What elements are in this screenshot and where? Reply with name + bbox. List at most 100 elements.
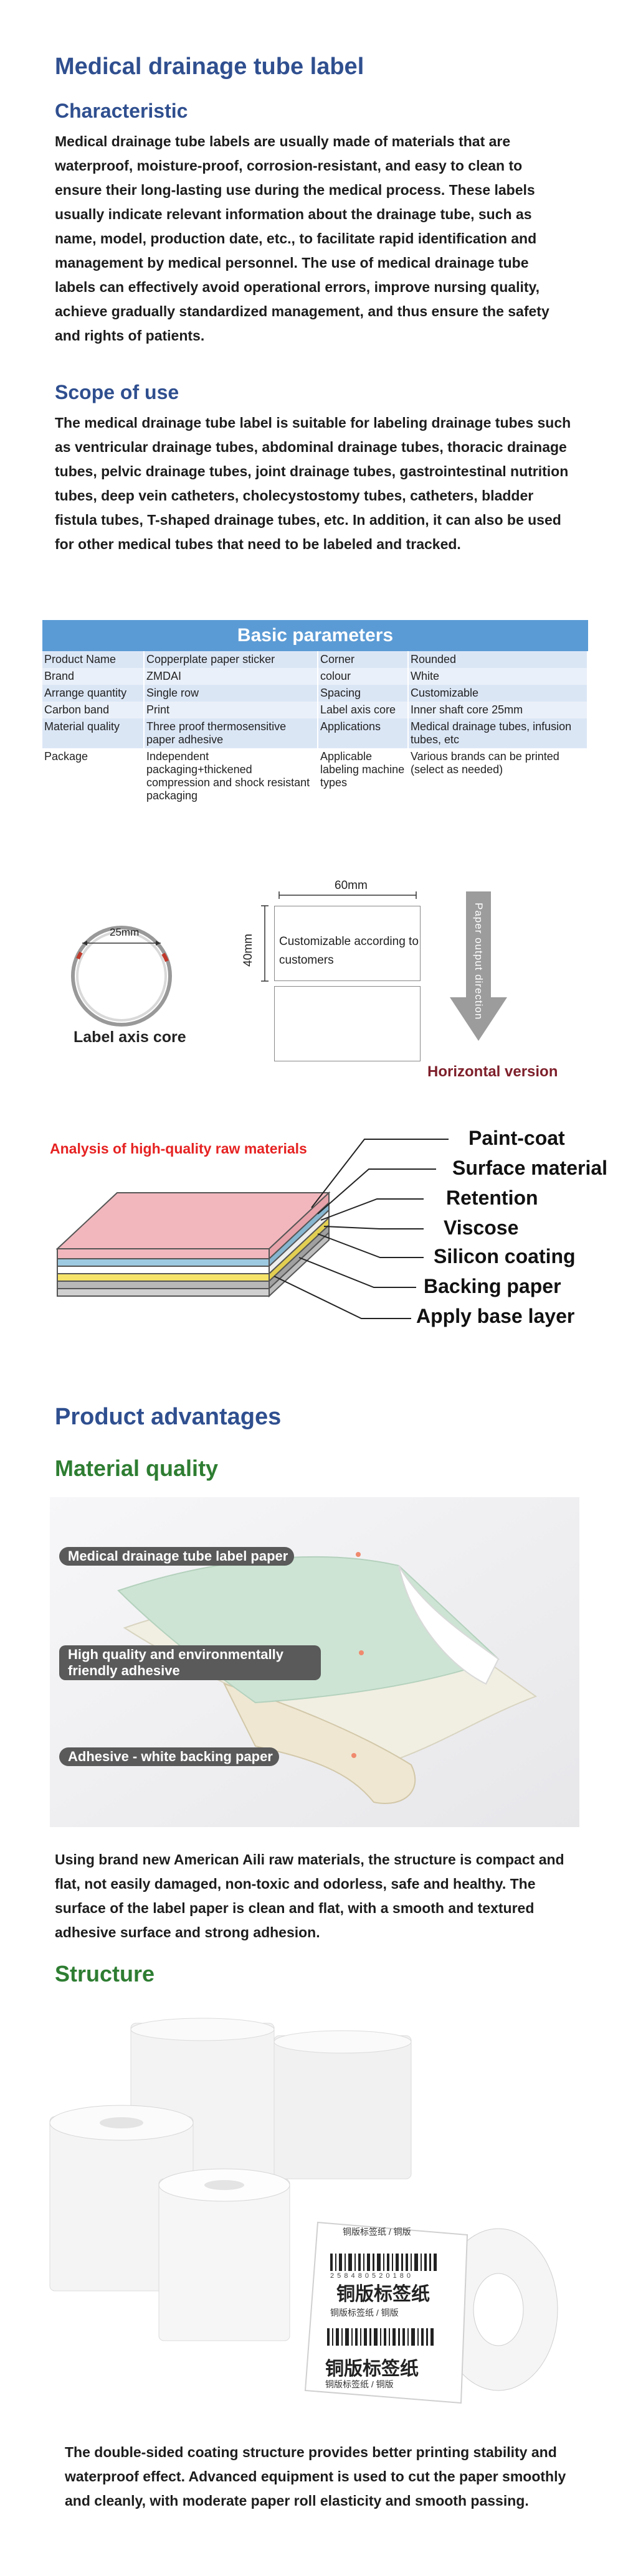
roll-text-small-2: 铜版标签纸 / 铜版 [330,2308,399,2318]
table-cell: Brand [42,668,145,685]
tag-backing-paper: Adhesive - white backing paper [59,1747,279,1766]
horizontal-version: Horizontal version [427,1063,558,1080]
roll-back-right [273,2035,412,2179]
roll-text-big-1: 铜版标签纸 [336,2284,430,2305]
roll-back-left-top [130,2018,275,2041]
marker-dot-1 [356,1552,361,1557]
marker-dot-2 [359,1650,364,1655]
surface-layer-front [57,1248,270,1259]
rolls-illustration [49,2018,558,2404]
characteristic-heading: Characteristic [55,100,188,122]
layers-drawing [55,1139,449,1319]
leader-line-6 [298,1257,416,1288]
table-row: Package Independent packaging+thickened … [42,748,588,804]
scope-heading: Scope of use [55,381,179,403]
roll-back-right-top [273,2030,412,2054]
layer-label: Retention [446,1187,538,1209]
layer-label: Viscose [444,1216,519,1239]
barcodes [327,2254,437,2346]
label-sample-bottom [274,986,421,1061]
table-row: Arrange quantity Single row Spacing Cust… [42,685,588,702]
characteristic-text: Medical drainage tube labels are usually… [55,133,549,344]
layer-label: Silicon coating [434,1245,576,1267]
table-cell: Rounded [408,651,588,668]
roll-front-core [473,2273,524,2346]
dimension-diagram: 25mm Label axis core 60mm 40mm Customiza… [0,865,623,1089]
structure-text: The double-sided coating structure provi… [65,2444,566,2509]
core-arrowhead-left [82,941,87,946]
core-mark-left [76,951,83,960]
material-quality-heading: Material quality [55,1455,219,1481]
table-row: Product Name Copperplate paper sticker C… [42,651,588,668]
core-size-label: 25mm [110,926,140,938]
table-cell: Material quality [42,718,145,748]
product-advantages-heading: Product advantages [55,1404,282,1430]
scope-text: The medical drainage tube label is suita… [55,415,571,552]
roll-text-big-2: 铜版标签纸 [325,2359,419,2379]
table-cell: Customizable [408,685,588,702]
page-title: Medical drainage tube label [55,54,364,80]
table-row: Material quality Three proof thermosensi… [42,718,588,748]
roll-middle [158,2178,290,2341]
table-cell: Label axis core [318,702,409,718]
material-layers-diagram: Analysis of high-quality raw materials P… [0,1102,623,1351]
table-cell: Corner [318,651,409,668]
width-label: 60mm [335,879,368,892]
table-cell: Product Name [42,651,145,668]
table-cell: Applicable labeling machine types [318,748,409,804]
table-cell: Various brands can be printed (select as… [408,748,588,804]
viscose-layer [57,1266,270,1274]
tag-adhesive: High quality and environmentally friendl… [59,1645,321,1680]
leader-line-1 [311,1139,449,1208]
base-layer [57,1288,270,1297]
table-cell: Print [144,702,318,718]
label-sample-top [274,906,421,981]
table-cell: Single row [144,685,318,702]
leader-line-7 [273,1276,411,1319]
backing-layer [57,1281,270,1289]
label-peel-edge [398,1565,500,1685]
roll-left-core [100,2117,143,2128]
arrow-shaft [466,891,491,997]
layer-label: Paint-coat [468,1127,565,1149]
table-cell: Spacing [318,685,409,702]
table-row: Brand ZMDAI colour White [42,668,588,685]
layer-label: Apply base layer [416,1305,575,1327]
height-label: 40mm [242,934,255,967]
table-cell: Medical drainage tubes, infusion tubes, … [408,718,588,748]
layer-label: Backing paper [424,1275,561,1297]
label-rolls-photo: 铜版标签纸 / 铜版 铜版标签纸 2 5 8 4 8 0 5 2 0 1 8 0… [37,2017,586,2422]
roll-text-small-3: 铜版标签纸 / 铜版 [325,2379,394,2389]
material-photo: Medical drainage tube label paper High q… [50,1497,579,1827]
table-cell: Carbon band [42,702,145,718]
table-cell: ZMDAI [144,668,318,685]
axis-core-ring [71,926,172,1027]
marker-dot-3 [351,1753,356,1758]
arrow-text: Paper output direction [473,903,485,1020]
retention-layer [57,1258,270,1267]
table-cell: Applications [318,718,409,748]
roll-code-1: 2 5 8 4 8 0 5 2 0 1 8 0 [330,2272,412,2280]
basic-parameters-table: Basic parameters Product Name Copperplat… [42,620,588,804]
table-title: Basic parameters [42,620,588,651]
leader-line-4 [323,1226,424,1229]
table-row: Carbon band Print Label axis core Inner … [42,702,588,718]
backing-curl [223,1683,416,1804]
table-cell: Three proof thermosensitive paper adhesi… [144,718,318,748]
table-cell: Copperplate paper sticker [144,651,318,668]
table-cell: Inner shaft core 25mm [408,702,588,718]
material-text: Using brand new American Aili raw materi… [55,1851,564,1940]
leader-line-5 [317,1233,424,1258]
table-cell: White [408,668,588,685]
structure-heading: Structure [55,1961,155,1986]
roll-text-small-1: 铜版标签纸 / 铜版 [343,2227,411,2237]
roll-middle-core [204,2180,244,2190]
silicon-layer [57,1273,270,1282]
core-arrowhead-right [156,941,161,946]
table-cell: Arrange quantity [42,685,145,702]
table-cell: Independent packaging+thickened compress… [144,748,318,804]
axis-core-inner-ring [76,931,167,1022]
core-label: Label axis core [74,1028,186,1046]
analysis-title: Analysis of high-quality raw materials [50,1140,307,1157]
table-cell: Package [42,748,145,804]
